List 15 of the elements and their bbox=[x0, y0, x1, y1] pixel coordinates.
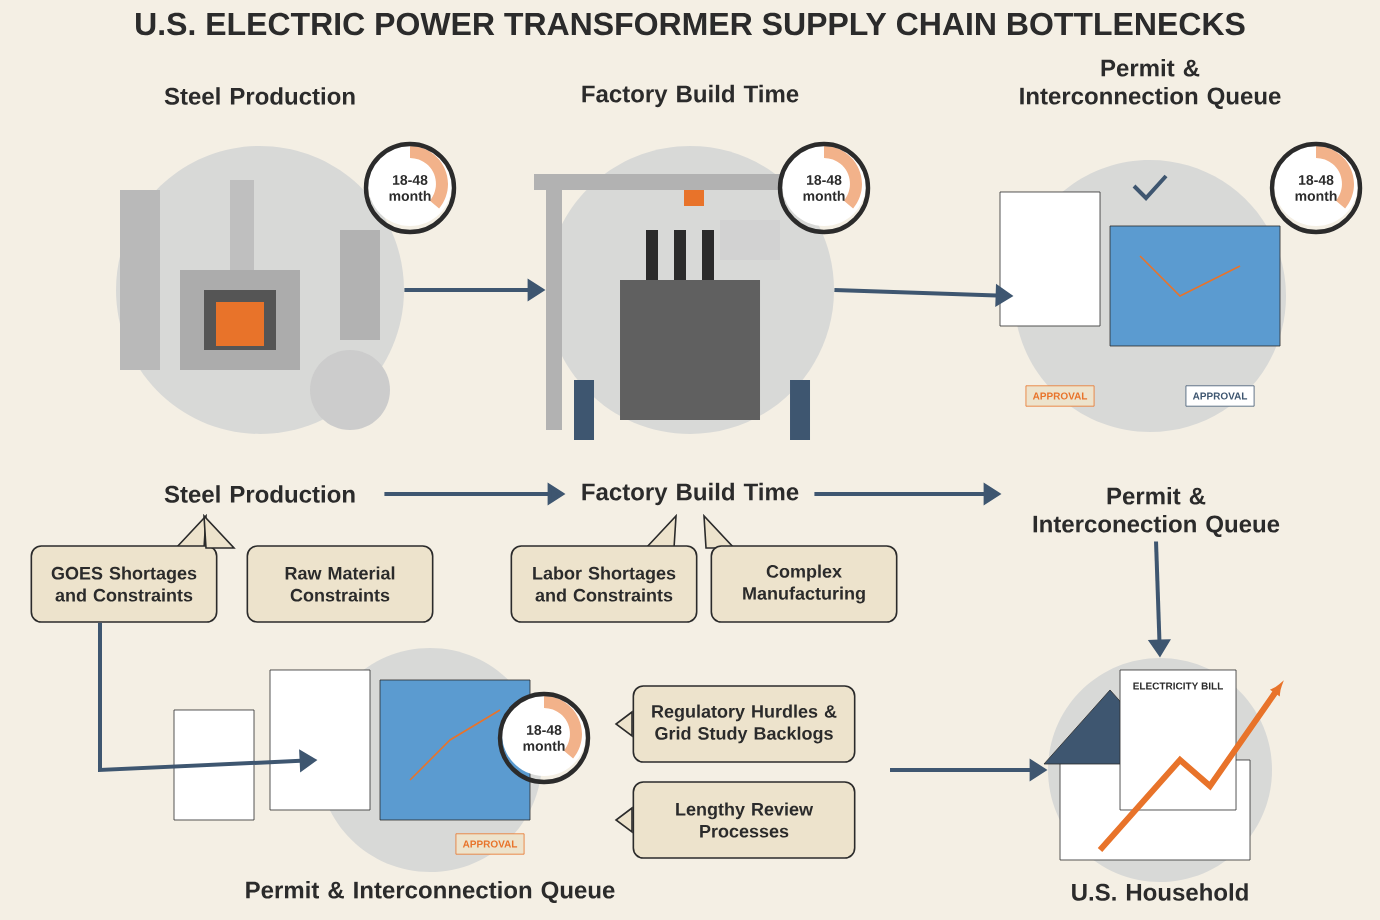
panel-heading: U.S. Household bbox=[1072, 883, 1248, 901]
title: U.S. ELECTRIC POWER TRANSFORMER SUPPLY CHAIN BOTTLENECKS bbox=[136, 12, 1245, 36]
callout-bubble: GOES Shortages and Constraints bbox=[30, 513, 218, 623]
panel-heading: Factory Build Time bbox=[582, 84, 799, 108]
step-heading: Factory Build Time bbox=[582, 482, 799, 506]
callout-bubble: Regulatory Hurdles & Grid Study Backlogs bbox=[614, 685, 856, 763]
step-heading: Permit & Interconection Queue bbox=[1033, 486, 1280, 538]
step-heading: Steel Production bbox=[164, 485, 355, 503]
callout-bubble: Raw Material Constraints bbox=[203, 513, 434, 623]
panel-heading: Permit & Interconnection Queue bbox=[1020, 58, 1281, 110]
callout-bubble: Lengthy Review Processes bbox=[614, 781, 856, 859]
callout-bubble: Labor Shortages and Constraints bbox=[510, 513, 698, 623]
panel-heading: Permit & Interconnection Queue bbox=[246, 880, 615, 904]
callout-bubble: Complex Manufacturing bbox=[703, 513, 898, 623]
panel-heading: Steel Production bbox=[164, 87, 355, 105]
